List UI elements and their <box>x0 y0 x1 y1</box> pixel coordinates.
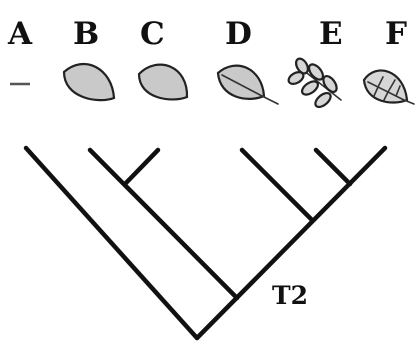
branch-e <box>313 147 353 187</box>
taxon-label-d: D <box>225 16 252 52</box>
node-label-t2: T2 <box>272 281 308 310</box>
branch-bc-stem <box>87 147 240 301</box>
branch-root-a <box>23 145 200 341</box>
veined-leaf-icon <box>216 64 279 105</box>
leaf-icon <box>137 63 189 101</box>
leaf-icon <box>62 62 116 102</box>
netted-leaf-icon <box>362 69 415 105</box>
taxon-label-e: E <box>319 16 343 52</box>
branch-d <box>239 147 315 223</box>
cladogram-tree <box>23 145 388 341</box>
branch-c <box>122 147 161 187</box>
taxon-label-a: A <box>7 16 33 52</box>
taxon-label-b: B <box>73 16 99 52</box>
compound-leaf-icon <box>287 57 342 109</box>
branch-trunk-right <box>194 145 388 341</box>
taxon-label-f: F <box>385 16 407 52</box>
taxon-label-c: C <box>140 16 165 52</box>
